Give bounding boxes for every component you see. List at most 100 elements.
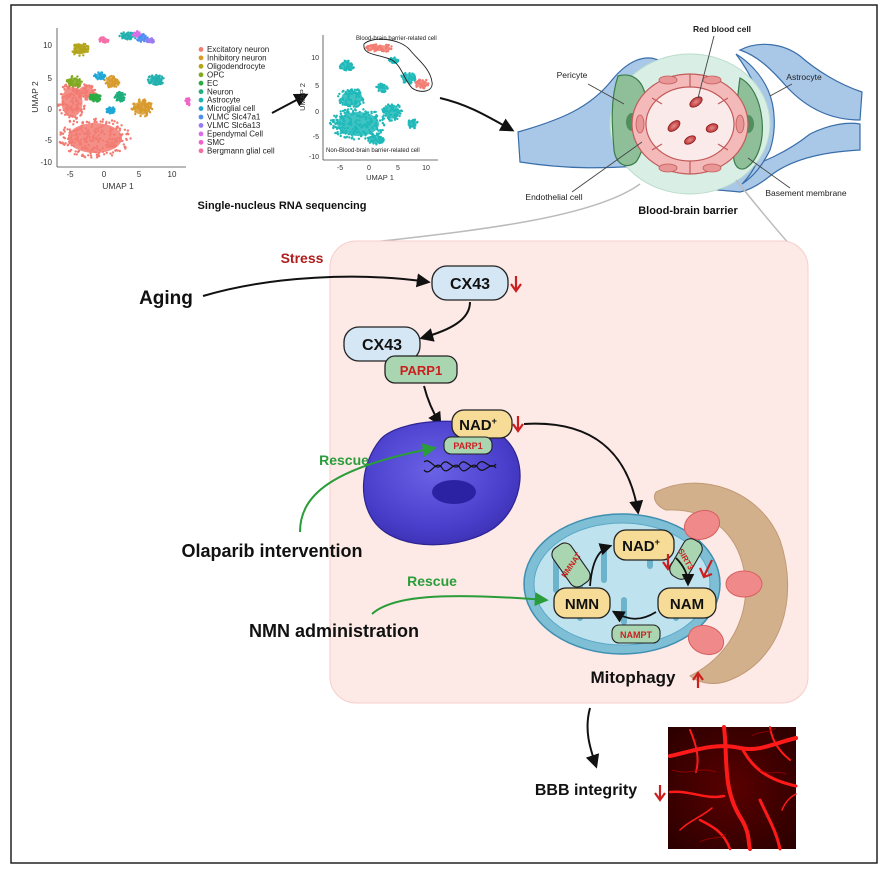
non-bbb-related-label: Non-Blood-brain barrier-related cell xyxy=(326,148,420,154)
umap1-x-tick: 0 xyxy=(102,170,107,179)
rescue-arrow-2 xyxy=(371,592,549,615)
umap2-x-tick: 10 xyxy=(422,165,430,172)
legend-marker xyxy=(198,114,204,120)
nucleolus xyxy=(432,480,476,504)
legend-entry: VLMC Slc6a13 xyxy=(207,121,261,130)
umap1-cluster xyxy=(105,106,116,115)
mitophagy-receptor xyxy=(725,570,763,598)
umap1-y-tick: -10 xyxy=(40,158,52,167)
legend-marker xyxy=(198,97,204,103)
olaparib-label: Olaparib intervention xyxy=(181,541,362,561)
umap1-y-label: UMAP 2 xyxy=(30,81,40,113)
endothelial-nucleus xyxy=(702,75,722,85)
nad-mito-node xyxy=(613,529,675,561)
basement-membrane-leader xyxy=(747,157,791,189)
rescue-label-2: Rescue xyxy=(407,573,457,589)
umap2-y-tick: 5 xyxy=(315,83,319,90)
umap2-cluster xyxy=(338,59,355,72)
basement-membrane-label: Basement membrane xyxy=(765,188,847,198)
red-blood-cell xyxy=(705,123,719,133)
umap1-cluster xyxy=(65,75,83,89)
legend-entry: Inhibitory neuron xyxy=(207,53,267,62)
umap2-x-tick: 5 xyxy=(396,165,400,172)
umap1-y-tick: -5 xyxy=(45,136,53,145)
legend-entry: Oligodendrocyte xyxy=(207,62,266,71)
umap2-cluster xyxy=(375,82,389,94)
legend-entry: OPC xyxy=(207,70,225,79)
legend-entry: EC xyxy=(207,79,218,88)
parp1-complex-node xyxy=(384,355,458,384)
umap2-cluster xyxy=(400,71,417,85)
down-arrow-icon xyxy=(654,785,666,802)
umap1-cluster xyxy=(88,93,102,103)
umap1-y-tick: 0 xyxy=(48,105,53,114)
umap1-cluster xyxy=(71,42,90,57)
umap2-x-tick: -5 xyxy=(337,165,343,172)
snrna-seq-label: Single-nucleus RNA sequencing xyxy=(198,200,367,212)
legend-entry: VLMC Slc47a1 xyxy=(207,113,261,122)
endothelial-nucleus xyxy=(658,163,678,173)
endothelial-nucleus xyxy=(658,75,678,85)
umap1-y-tick: 5 xyxy=(48,74,53,83)
nmn-administration-label: NMN administration xyxy=(249,621,419,641)
cx43-node-label: CX43 xyxy=(450,276,490,293)
legend-marker xyxy=(198,47,204,52)
legend-entry: Microglial cell xyxy=(207,104,255,113)
umap1-cluster xyxy=(75,83,97,101)
umap1-y-tick: 10 xyxy=(43,41,52,50)
umap2-y-tick: -10 xyxy=(309,154,319,161)
red-blood-cell-leader xyxy=(697,35,715,99)
legend-marker xyxy=(198,63,204,69)
rescue-label-1: Rescue xyxy=(319,452,369,468)
umap2-cluster xyxy=(407,118,419,130)
nad-mito-label: NAD+ xyxy=(622,537,660,555)
umap-plot-2: Blood-brain barrier-related cell Non-Blo… xyxy=(298,35,438,182)
endothelial-nucleus xyxy=(735,114,745,134)
bbb-cluster-outline xyxy=(363,38,433,92)
umap2-cluster xyxy=(365,43,393,53)
arrow-to-bbb xyxy=(439,97,515,132)
umap1-cluster xyxy=(103,74,121,89)
vessel-lumen xyxy=(645,86,735,162)
endothelial-cell-label: Endothelial cell xyxy=(525,192,582,202)
legend-marker xyxy=(198,89,204,95)
down-arrow-icon xyxy=(698,559,713,579)
endothelial-nucleus xyxy=(702,163,722,173)
down-arrow-icon xyxy=(510,276,522,293)
legend-entry: Ependymal Cell xyxy=(207,130,263,139)
legend-entry: Excitatory neuron xyxy=(207,45,269,54)
umap1-cluster xyxy=(58,117,132,159)
umap1-x-tick: -5 xyxy=(66,170,74,179)
umap2-cluster xyxy=(337,88,365,109)
parp1-complex-label: PARP1 xyxy=(400,363,442,378)
nmn-node xyxy=(553,587,611,619)
umap2-x-label: UMAP 1 xyxy=(366,173,394,182)
legend-marker xyxy=(198,106,204,111)
arrow-aging-to-cx43 xyxy=(202,273,431,297)
red-blood-cell xyxy=(689,96,703,108)
umap1-x-tick: 10 xyxy=(168,170,177,179)
endothelial-nucleus xyxy=(635,114,645,134)
nampt-label: NAMPT xyxy=(620,630,652,640)
red-blood-cell xyxy=(684,135,696,145)
umap2-cluster xyxy=(414,78,430,90)
legend-marker xyxy=(198,123,204,128)
arrow-nam-to-nmn xyxy=(611,610,657,623)
legend-entry: Neuron xyxy=(207,87,233,96)
cx43-complex-label: CX43 xyxy=(362,337,402,354)
nampt-node xyxy=(611,624,661,644)
endothelial-leader xyxy=(571,141,643,193)
cx43-node xyxy=(431,265,509,301)
umap2-y-tick: -5 xyxy=(313,134,319,141)
vessel-fluorescence-image xyxy=(668,725,798,851)
astrocyte-leader xyxy=(769,83,793,97)
legend-marker xyxy=(198,131,204,137)
mitophagy-label: Mitophagy xyxy=(591,668,677,687)
mitophagy-receptor xyxy=(687,624,725,656)
umap1-cluster xyxy=(130,98,154,118)
stress-label: Stress xyxy=(281,250,324,266)
umap2-cluster xyxy=(381,103,403,122)
umap2-y-label: UMAP 2 xyxy=(298,83,307,111)
